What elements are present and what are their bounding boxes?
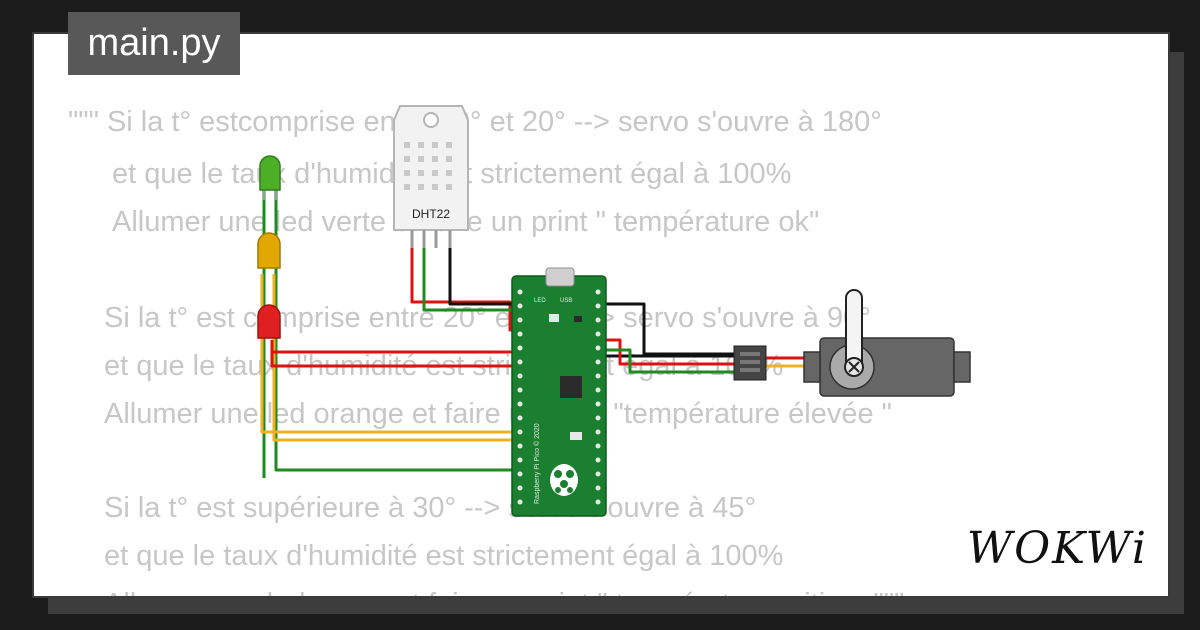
onboard-led <box>549 314 559 322</box>
dht22-label: DHT22 <box>412 207 450 221</box>
wire-red-led-b <box>270 352 518 368</box>
raspberry-logo-icon <box>550 464 578 496</box>
orange-led[interactable] <box>257 232 281 269</box>
bootsel-button <box>570 432 582 440</box>
wire-servo-vcc <box>600 338 734 366</box>
servo-motor[interactable] <box>803 289 971 397</box>
wire-red-led <box>270 340 518 354</box>
servo-horn <box>845 289 863 365</box>
wire-dht-gnd <box>448 246 734 356</box>
circuit-diagram: DHT22 <box>257 105 971 517</box>
board-usb-label: USB <box>560 298 572 304</box>
dht22-sensor[interactable]: DHT22 <box>393 105 469 248</box>
rp2040-chip <box>560 376 582 398</box>
wire-green-led <box>274 190 518 472</box>
simulation-canvas[interactable]: """ Si la t° estcomprise entre 10° et 20… <box>32 32 1170 598</box>
wokwi-logo: WOKWi <box>966 523 1148 574</box>
wire-dht-data <box>422 246 520 312</box>
board-led-label: LED <box>534 298 546 304</box>
usb-port <box>545 267 575 287</box>
raspberry-pi-pico[interactable]: LED USB Raspberry Pi Pico © 2020 <box>511 267 607 517</box>
comment-line: et que le taux d'humidité est strictemen… <box>104 540 784 572</box>
board-label: Raspberry Pi Pico © 2020 <box>533 423 541 504</box>
onboard-chip-small <box>574 316 582 322</box>
servo-connector <box>733 345 767 381</box>
comment-line: Allumer une led rouge et faire un print … <box>104 588 904 596</box>
red-led[interactable] <box>257 304 281 339</box>
wire-orange-led-b <box>272 274 518 442</box>
comment-line: et que le taux d'humidité est strictemen… <box>112 158 792 190</box>
green-led[interactable] <box>259 155 281 200</box>
file-tab[interactable]: main.py <box>68 12 240 75</box>
wire-servo-signal <box>600 348 734 374</box>
